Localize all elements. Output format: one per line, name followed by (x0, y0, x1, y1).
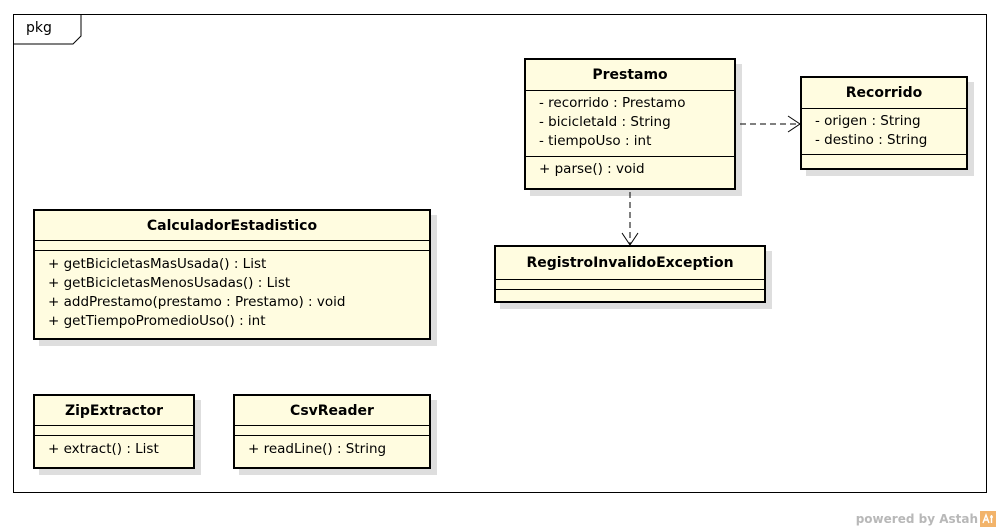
class-name: ZipExtractor (35, 396, 193, 426)
dependency-prestamo-recorrido (740, 115, 801, 133)
class-name: RegistroInvalidoException (496, 247, 764, 280)
class-name: Recorrido (802, 78, 966, 109)
operation: + getBicicletasMenosUsadas() : List (48, 275, 291, 291)
attributes-compartment (235, 426, 429, 436)
attribute: - destino : String (815, 132, 928, 148)
class-calculador-estadistico[interactable]: CalculadorEstadistico + getBicicletasMas… (33, 209, 431, 340)
attribute: - bicicletaId : String (539, 114, 671, 130)
class-recorrido[interactable]: Recorrido - origen : String - destino : … (800, 76, 968, 170)
operation: + getBicicletasMasUsada() : List (48, 256, 267, 272)
attributes-compartment (35, 241, 429, 251)
package-tab (13, 14, 82, 45)
attributes-compartment: - recorrido : Prestamo - bicicletaId : S… (526, 91, 734, 157)
attribute: - recorrido : Prestamo (539, 95, 686, 111)
watermark-text: powered by Astah (855, 512, 978, 526)
class-zip-extractor[interactable]: ZipExtractor + extract() : List (33, 394, 195, 469)
operations-compartment: + parse() : void (526, 157, 734, 179)
operations-compartment: + readLine() : String (235, 436, 429, 459)
attributes-compartment: - origen : String - destino : String (802, 109, 966, 155)
dependency-prestamo-registro (621, 192, 639, 246)
operation: + addPrestamo(prestamo : Prestamo) : voi… (48, 294, 346, 310)
astah-logo-icon (980, 511, 996, 527)
class-name: CsvReader (235, 396, 429, 426)
class-registro-invalido-exception[interactable]: RegistroInvalidoException (494, 245, 766, 303)
class-csv-reader[interactable]: CsvReader + readLine() : String (233, 394, 431, 469)
class-name: CalculadorEstadistico (35, 211, 429, 241)
attributes-compartment (496, 280, 764, 290)
operation: + extract() : List (48, 441, 159, 457)
operations-compartment: + getBicicletasMasUsada() : List + getBi… (35, 251, 429, 331)
operations-compartment: + extract() : List (35, 436, 193, 459)
package-label: pkg (26, 20, 52, 36)
operation: + readLine() : String (248, 441, 387, 457)
attribute: - tiempoUso : int (539, 133, 652, 149)
class-name: Prestamo (526, 60, 734, 91)
attribute: - origen : String (815, 113, 921, 129)
attributes-compartment (35, 426, 193, 436)
operation: + parse() : void (539, 161, 645, 177)
astah-watermark: powered by Astah (856, 511, 996, 527)
operation: + getTiempoPromedioUso() : int (48, 313, 266, 329)
class-prestamo[interactable]: Prestamo - recorrido : Prestamo - bicicl… (524, 58, 736, 190)
